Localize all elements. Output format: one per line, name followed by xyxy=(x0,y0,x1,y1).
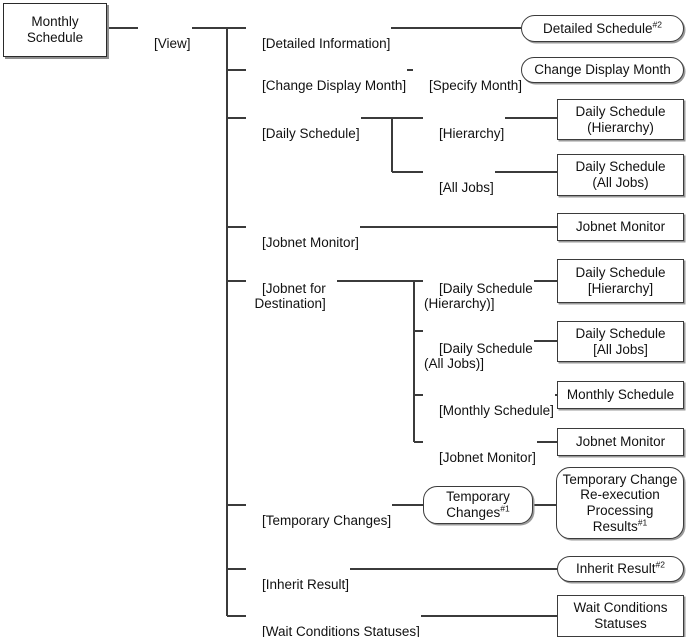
menu-item-dest-daily-schedule-hierarchy[interactable]: [Daily Schedule (Hierarchy)] xyxy=(423,265,534,328)
menu-item-dest-monthly-schedule[interactable]: [Monthly Schedule] xyxy=(423,387,555,434)
window-dest-jobnet-monitor[interactable]: Jobnet Monitor xyxy=(557,428,684,456)
window-jobnet-monitor[interactable]: Jobnet Monitor xyxy=(557,213,684,241)
window-inherit-result-label: Inherit Result#2 xyxy=(575,559,665,577)
window-daily-schedule-hierarchy-label: Daily Schedule (Hierarchy) xyxy=(575,103,666,135)
window-dest-monthly-schedule[interactable]: Monthly Schedule xyxy=(557,381,684,409)
window-temporary-changes-label: Temporary Changes#1 xyxy=(446,489,510,520)
window-change-display-month[interactable]: Change Display Month xyxy=(521,57,684,83)
menu-item-specify-month[interactable]: [Specify Month] xyxy=(413,62,524,109)
window-detailed-schedule-label: Detailed Schedule#2 xyxy=(542,19,663,36)
window-daily-schedule-all-jobs[interactable]: Daily Schedule (All Jobs) xyxy=(557,154,684,196)
root-node-label: Monthly Schedule xyxy=(26,14,84,45)
window-temporary-change-reexecution-results-label: Temporary Change Re-execution Processing… xyxy=(562,471,678,534)
menu-item-daily-schedule[interactable]: [Daily Schedule] xyxy=(246,110,361,157)
window-dest-daily-schedule-all-jobs-label: Daily Schedule [All Jobs] xyxy=(575,325,666,357)
window-dest-daily-schedule-hierarchy-label: Daily Schedule [Hierarchy] xyxy=(575,265,666,296)
menu-item-all-jobs[interactable]: [All Jobs] xyxy=(423,164,495,211)
menu-item-detailed-information[interactable]: [Detailed Information] xyxy=(246,20,392,67)
menu-item-dest-jobnet-monitor[interactable]: [Jobnet Monitor] xyxy=(423,434,537,481)
footnote-marker: #1 xyxy=(637,517,648,528)
menu-item-change-display-month[interactable]: [Change Display Month] xyxy=(246,62,408,109)
menu-item-hierarchy[interactable]: [Hierarchy] xyxy=(423,110,506,157)
window-jobnet-monitor-label: Jobnet Monitor xyxy=(575,219,666,235)
window-detailed-schedule[interactable]: Detailed Schedule#2 xyxy=(521,15,684,42)
window-inherit-result[interactable]: Inherit Result#2 xyxy=(557,556,684,582)
window-change-display-month-label: Change Display Month xyxy=(534,62,671,78)
menu-label-view[interactable]: [View] xyxy=(138,20,192,67)
root-node-monthly-schedule[interactable]: Monthly Schedule xyxy=(3,3,107,57)
menu-item-wait-conditions-statuses[interactable]: [Wait Conditions Statuses] xyxy=(246,608,421,637)
window-dest-daily-schedule-all-jobs[interactable]: Daily Schedule [All Jobs] xyxy=(557,321,684,362)
window-temporary-change-reexecution-results[interactable]: Temporary Change Re-execution Processing… xyxy=(556,467,684,539)
footnote-marker: #1 xyxy=(500,503,510,514)
menu-item-jobnet-monitor[interactable]: [Jobnet Monitor] xyxy=(246,219,360,266)
window-dest-monthly-schedule-label: Monthly Schedule xyxy=(566,387,675,403)
window-daily-schedule-hierarchy[interactable]: Daily Schedule (Hierarchy) xyxy=(557,99,684,140)
window-wait-conditions-statuses[interactable]: Wait Conditions Statuses xyxy=(557,595,684,637)
footnote-marker: #2 xyxy=(652,19,663,30)
window-daily-schedule-all-jobs-label: Daily Schedule (All Jobs) xyxy=(575,159,666,190)
footnote-marker: #2 xyxy=(655,559,665,570)
menu-item-temporary-changes[interactable]: [Temporary Changes] xyxy=(246,497,393,544)
menu-item-dest-daily-schedule-all-jobs[interactable]: [Daily Schedule (All Jobs)] xyxy=(423,325,534,388)
window-temporary-changes[interactable]: Temporary Changes#1 xyxy=(423,486,533,524)
window-dest-daily-schedule-hierarchy[interactable]: Daily Schedule [Hierarchy] xyxy=(557,259,684,303)
window-wait-conditions-statuses-label: Wait Conditions Statuses xyxy=(573,600,668,631)
menu-item-inherit-result[interactable]: [Inherit Result] xyxy=(246,561,351,608)
menu-item-jobnet-for-destination[interactable]: [Jobnet for Destination] xyxy=(246,265,327,328)
window-dest-jobnet-monitor-label: Jobnet Monitor xyxy=(575,434,666,450)
